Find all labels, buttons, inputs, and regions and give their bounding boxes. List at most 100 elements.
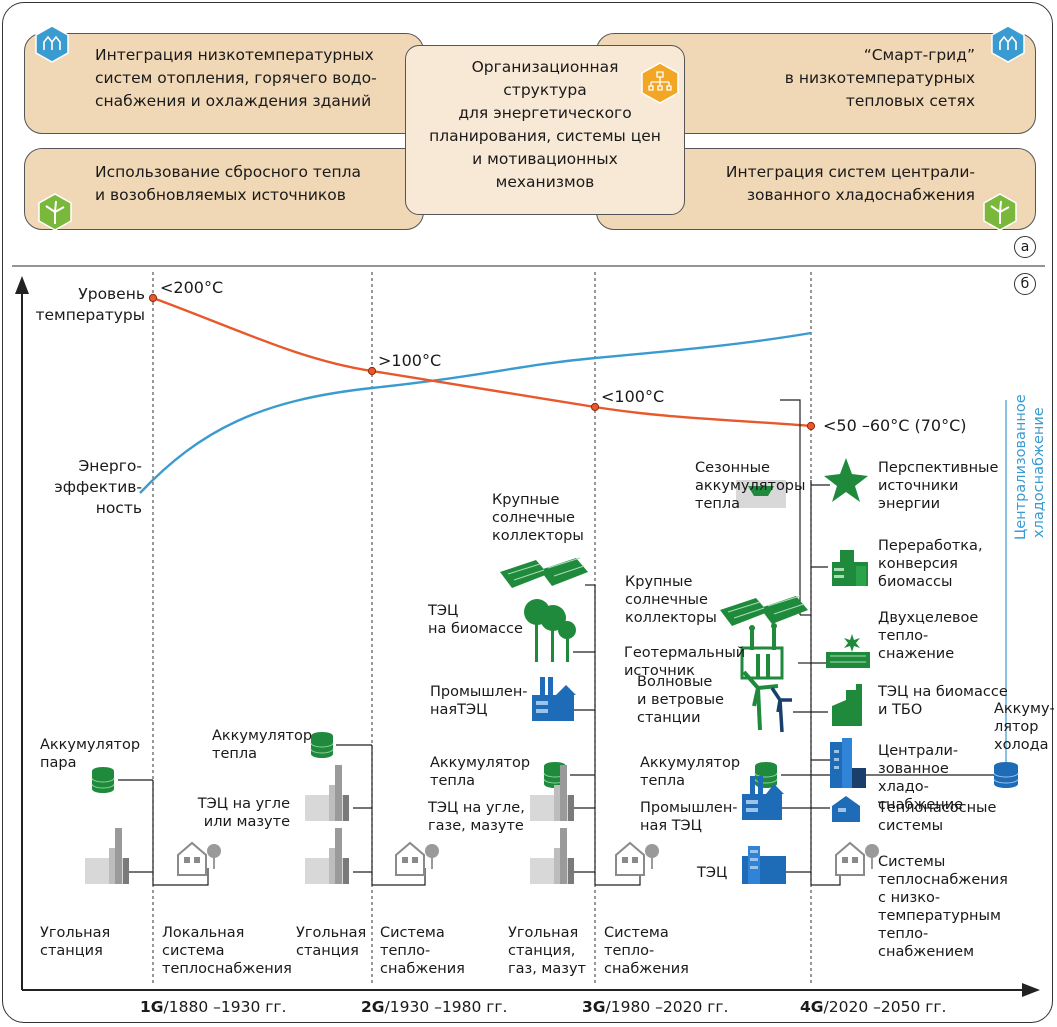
biomass-conversion-label: Переработка, конверсия биомассы xyxy=(878,538,983,590)
era-label-3g: 3G/1980 –2020 гг. xyxy=(582,998,728,1016)
temperature-curve xyxy=(152,296,812,428)
era-label-2g: 2G/1930 –1980 гг. xyxy=(361,998,507,1016)
house-tree-icon-3g xyxy=(615,841,659,876)
solar-collector-icon-4g xyxy=(720,595,808,626)
seasonal-storage-label: Сезонные аккумуляторы тепла xyxy=(695,460,806,512)
steam-storage-label: Аккумулятор пара xyxy=(40,737,141,771)
heat-pump-label: Теплонасосные системы xyxy=(878,800,997,834)
central-cooling-icon xyxy=(830,738,866,788)
box-low-temp-integration: Интеграция низкотемпературных систем ото… xyxy=(24,33,424,134)
steam-storage-icon xyxy=(91,767,115,793)
heat-pump-icon xyxy=(832,796,860,822)
temp-point-1g xyxy=(148,293,158,303)
temp-point-4g xyxy=(806,421,816,431)
panel-a-marker: а xyxy=(1014,236,1036,258)
dual-purpose-icon xyxy=(826,634,870,668)
temp-axis-label: Уровень температуры xyxy=(35,285,145,324)
org-chart-icon xyxy=(641,62,679,104)
era-gen-4g: 4G xyxy=(800,998,824,1016)
coal-plant-label-3g: Угольная станция, газ, мазут xyxy=(508,925,586,977)
box-low-temp-integration-text: Интеграция низкотемпературных систем ото… xyxy=(95,46,377,110)
house-tree-icon-4g xyxy=(835,841,879,876)
y-axis-arrow xyxy=(15,276,29,294)
era-label-1g: 1G/1880 –1930 гг. xyxy=(140,998,286,1016)
low-temp-system-label: Системы теплоснабжения с низко- температ… xyxy=(878,854,1008,960)
house-tree-icon-1g xyxy=(177,841,221,876)
temp-label-2g: >100°C xyxy=(378,351,442,370)
box-org-structure-text: Организационная структура для энергетиче… xyxy=(429,58,661,191)
house-tree-icon-2g xyxy=(395,841,439,876)
heat-storage-label-2g: Аккумулятор тепла xyxy=(212,728,313,762)
heat-storage-label-3g: Аккумулятор тепла xyxy=(430,755,531,789)
chp-icon-4g xyxy=(742,846,786,884)
coal-plant-icon-2g xyxy=(305,828,349,884)
future-energy-label: Перспективные источники энергии xyxy=(878,460,999,512)
chp-coal-icon-2g xyxy=(305,765,349,821)
house-arrows-icon-right xyxy=(991,25,1025,63)
seasonal-storage-icon xyxy=(736,480,786,508)
efficiency-label: Энерго- эффектив- ность xyxy=(54,457,142,517)
solar-collector-icon-3g xyxy=(500,557,588,588)
temp-label-4g: <50 –60°C (70°C) xyxy=(823,416,967,435)
box-waste-heat-text: Использование сбросного тепла и возобнов… xyxy=(95,163,362,204)
industrial-chp-label-4g: Промышлен- ная ТЭЦ xyxy=(640,800,738,834)
heat-system-label-3g: Система тепло- снабжения xyxy=(604,925,689,977)
future-energy-icon xyxy=(824,458,868,502)
temp-point-2g xyxy=(367,366,377,376)
heat-system-label-2g: Система тепло- снабжения xyxy=(380,925,465,977)
efficiency-curve xyxy=(139,331,812,494)
solar-label-3g: Крупные солнечные коллекторы xyxy=(492,492,584,544)
box-org-structure: Организационная структура для энергетиче… xyxy=(405,45,685,215)
era-years-1g: /1880 –1930 гг. xyxy=(163,998,287,1016)
central-cooling-vertical-label: Централизованное хладоснабжение xyxy=(1013,394,1047,540)
heat-storage-label-4g: Аккумулятор тепла xyxy=(640,755,741,789)
box-smart-grid-text: “Смарт-грид” в низкотемпературных теплов… xyxy=(784,46,975,110)
house-arrows-icon xyxy=(35,25,69,63)
chp-coal-label-2g: ТЭЦ на угле или мазуте xyxy=(197,796,290,830)
chp-label-4g: ТЭЦ xyxy=(697,865,728,881)
panel-b-marker: б xyxy=(1014,273,1036,295)
dual-purpose-label: Двухцелевое тепло- снажение xyxy=(878,610,979,662)
temp-point-3g xyxy=(590,402,600,412)
geothermal-icon xyxy=(740,623,784,680)
cold-storage-label: Аккуму- лятор холода xyxy=(994,701,1055,753)
wind-station-icon xyxy=(742,670,792,733)
biomass-conversion-icon xyxy=(832,550,868,586)
box-waste-heat: Использование сбросного тепла и возобнов… xyxy=(24,148,424,230)
industrial-chp-icon-3g xyxy=(532,677,576,721)
solar-label-4g: Крупные солнечные коллекторы xyxy=(625,574,717,626)
era-gen-3g: 3G xyxy=(582,998,606,1016)
era-label-4g: 4G/2020 –2050 гг. xyxy=(800,998,946,1016)
chp-coal-label-3g: ТЭЦ на угле, газе, мазуте xyxy=(428,800,525,834)
era-years-3g: /1980 –2020 гг. xyxy=(605,998,729,1016)
industrial-chp-icon-4g xyxy=(742,776,784,820)
box-district-cooling-text: Интеграция систем централи- зованного хл… xyxy=(725,163,975,204)
wind-turbine-icon-right xyxy=(983,193,1017,231)
heat-storage-icon-2g xyxy=(310,732,334,758)
biomass-chp-label: ТЭЦ на биомассе xyxy=(428,603,523,637)
central-cooling-label: Централи- зованное хладо- снабжение xyxy=(878,743,964,813)
tree-icon-3g xyxy=(524,599,576,662)
era-gen-2g: 2G xyxy=(361,998,385,1016)
local-system-label: Локальная система теплоснабжения xyxy=(162,925,292,977)
temp-label-3g: <100°C xyxy=(601,387,665,406)
era-years-4g: /2020 –2050 гг. xyxy=(823,998,947,1016)
temp-label-1g: <200°C xyxy=(160,278,224,297)
coal-plant-icon-1g xyxy=(85,828,129,884)
industrial-chp-label-3g: Промышлен- наяТЭЦ xyxy=(430,684,528,718)
chp-biomass-waste-label: ТЭЦ на биомассе и ТБО xyxy=(878,684,1008,718)
wind-turbine-icon xyxy=(38,193,72,231)
chp-biomass-waste-icon xyxy=(832,684,862,726)
coal-plant-icon-3g xyxy=(530,828,574,884)
era-gen-1g: 1G xyxy=(140,998,164,1016)
coal-plant-label-2g: Угольная станция xyxy=(296,925,367,959)
era-years-2g: /1930 –1980 гг. xyxy=(384,998,508,1016)
chp-coal-icon-3g xyxy=(530,765,574,821)
x-axis-arrow xyxy=(1022,983,1040,997)
geothermal-label: Геотермальный источник xyxy=(624,645,746,679)
cold-storage-icon xyxy=(993,762,1019,788)
wind-label: Волновые и ветровые станции xyxy=(637,674,724,726)
